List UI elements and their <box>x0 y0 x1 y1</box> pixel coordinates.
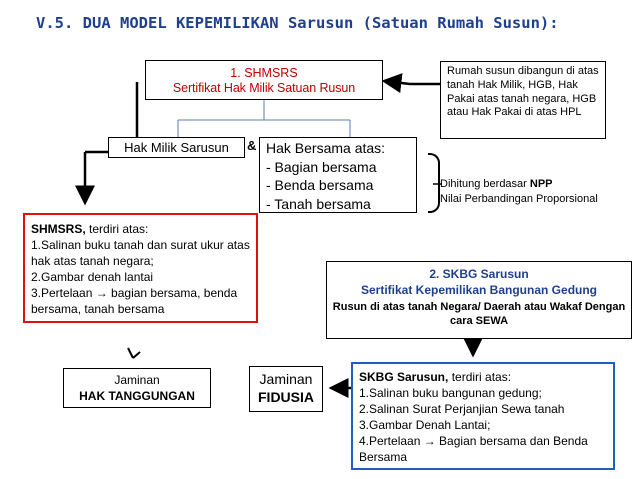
jaminan-fidusia-box: Jaminan FIDUSIA <box>249 366 323 412</box>
shmsrs-detail-heading-rest: terdiri atas: <box>85 222 149 236</box>
shmsrs-fullname: Sertifikat Hak Milik Satuan Rusun <box>172 81 356 95</box>
shmsrs-detail-item: 2.Gambar denah lantai <box>31 270 154 284</box>
jaminan-ht-type: HAK TANGGUNGAN <box>79 389 195 403</box>
jaminan-fidusia-type: FIDUSIA <box>258 389 314 405</box>
hak-bersama-heading: Hak Bersama atas: <box>266 140 386 156</box>
skbg-detail-heading-rest: terdiri atas: <box>448 370 512 384</box>
skbg-detail-item: 4.Pertelaan → Bagian bersama dan Benda B… <box>359 434 588 464</box>
shmsrs-detail-item: 3.Pertelaan → bagian bersama, benda bers… <box>31 286 238 316</box>
skbg-detail-box: SKBG Sarusun, terdiri atas: 1.Salinan bu… <box>351 362 615 470</box>
skbg-detail-item: 2.Salinan Surat Perjanjian Sewa tanah <box>359 402 565 416</box>
jaminan-ht-label: Jaminan <box>114 373 160 387</box>
npp-prefix: Dihitung berdasar <box>440 178 530 190</box>
npp-bracket <box>428 153 440 213</box>
jaminan-fidusia-label: Jaminan <box>259 371 313 387</box>
hak-bersama-item: - Bagian bersama <box>266 158 377 175</box>
shmsrs-box: 1. SHMSRS Sertifikat Hak Milik Satuan Ru… <box>145 60 383 100</box>
skbg-label: 2. SKBG Sarusun <box>429 267 529 281</box>
skbg-box: 2. SKBG Sarusun Sertifikat Kepemilikan B… <box>326 261 632 339</box>
skbg-description: Rusun di atas tanah Negara/ Daerah atau … <box>332 301 626 327</box>
rusun-land-note: Rumah susun dibangun di atas tanah Hak M… <box>440 61 606 139</box>
skbg-detail-heading: SKBG Sarusun, <box>359 370 449 384</box>
npp-abbrev: NPP <box>529 178 553 190</box>
hak-bersama-item: - Tanah bersama <box>266 195 371 212</box>
hak-bersama-box: Hak Bersama atas: - Bagian bersama - Ben… <box>259 137 417 213</box>
skbg-fullname: Sertifikat Kepemilikan Bangunan Gedung <box>360 283 598 297</box>
shmsrs-detail-heading: SHMSRS, <box>31 222 86 236</box>
hak-milik-box: Hak Milik Sarusun <box>108 137 245 158</box>
shmsrs-detail-box: SHMSRS, terdiri atas: 1.Salinan buku tan… <box>23 213 258 323</box>
ampersand-label: & <box>247 138 257 153</box>
page-title: V.5. DUA MODEL KEPEMILIKAN Sarusun (Satu… <box>36 14 559 32</box>
shmsrs-detail-item: 1.Salinan buku tanah dan surat ukur atas… <box>31 238 250 268</box>
skbg-detail-item: 1.Salinan buku bangunan gedung; <box>359 386 542 400</box>
jaminan-hak-tanggungan-box: Jaminan HAK TANGGUNGAN <box>63 368 211 408</box>
hak-bersama-item: - Benda bersama <box>266 177 374 193</box>
npp-note: Dihitung berdasar NPP Nilai Perbandingan… <box>440 177 598 207</box>
shmsrs-label: 1. SHMSRS <box>230 66 298 80</box>
skbg-detail-item: 3.Gambar Denah Lantai; <box>359 418 491 432</box>
npp-fullname: Nilai Perbandingan Proporsional <box>440 193 598 205</box>
